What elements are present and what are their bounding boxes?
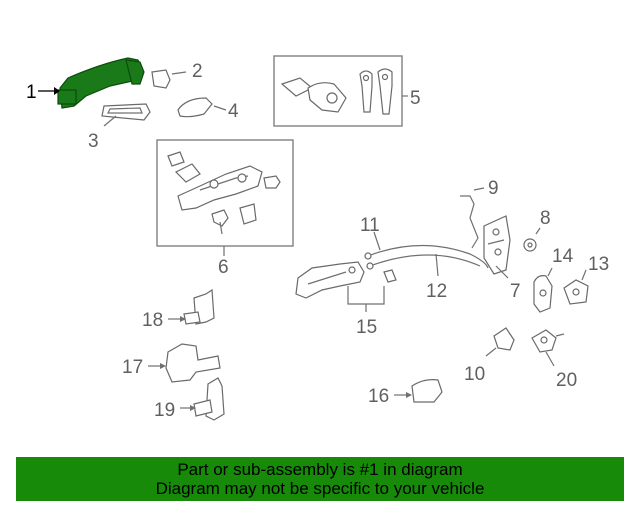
box-6	[156, 139, 294, 247]
part-9-rod[interactable]	[460, 195, 479, 249]
part-6-handle-frame[interactable]	[167, 151, 281, 235]
part-18-hinge[interactable]	[183, 288, 215, 325]
part-5-lock-cylinder-keys[interactable]	[280, 68, 393, 115]
callout-13: 13	[588, 254, 609, 275]
banner-line-2: Diagram may not be specific to your vehi…	[155, 479, 485, 498]
callout-5: 5	[410, 88, 421, 109]
part-7-latch[interactable]	[483, 215, 511, 275]
callout-1: 1	[26, 82, 37, 103]
info-banner: Part or sub-assembly is #1 in diagram Di…	[16, 457, 624, 501]
callout-7: 7	[510, 281, 521, 302]
callout-8: 8	[540, 208, 551, 229]
callout-10: 10	[464, 364, 485, 385]
callout-6: 6	[218, 257, 229, 278]
callout-15: 15	[356, 317, 377, 338]
part-16-trim[interactable]	[411, 379, 443, 403]
callout-20: 20	[556, 370, 577, 391]
part-17-check[interactable]	[165, 343, 221, 383]
part-14-cover[interactable]	[533, 275, 553, 313]
callout-1-group: 1	[26, 82, 60, 103]
part-19-hinge[interactable]	[193, 377, 225, 421]
callout-17: 17	[122, 357, 143, 378]
part-12-cable[interactable]	[366, 254, 481, 270]
part-3-gasket[interactable]	[101, 103, 151, 121]
callout-18: 18	[142, 310, 163, 331]
callout-2: 2	[192, 61, 203, 82]
part-11-cable[interactable]	[364, 244, 489, 269]
callout-9: 9	[488, 178, 499, 199]
callout-4: 4	[228, 101, 239, 122]
part-13-striker[interactable]	[563, 279, 589, 305]
part-1-outside-handle[interactable]	[57, 57, 145, 109]
part-20-bolt[interactable]	[531, 329, 565, 353]
callout-3: 3	[88, 131, 99, 152]
callout-14: 14	[552, 246, 574, 267]
callout-12: 12	[426, 281, 447, 302]
part-8-washer[interactable]	[523, 238, 537, 252]
banner-line-1: Part or sub-assembly is #1 in diagram	[177, 460, 463, 479]
part-4-cover[interactable]	[177, 97, 213, 118]
box-5	[273, 55, 403, 127]
part-2[interactable]	[151, 69, 171, 89]
callout-16: 16	[368, 386, 389, 407]
part-15-inside-handle[interactable]	[295, 261, 397, 299]
part-10-bracket[interactable]	[493, 327, 515, 351]
callout-11: 11	[360, 215, 380, 236]
callout-19: 19	[154, 400, 175, 421]
